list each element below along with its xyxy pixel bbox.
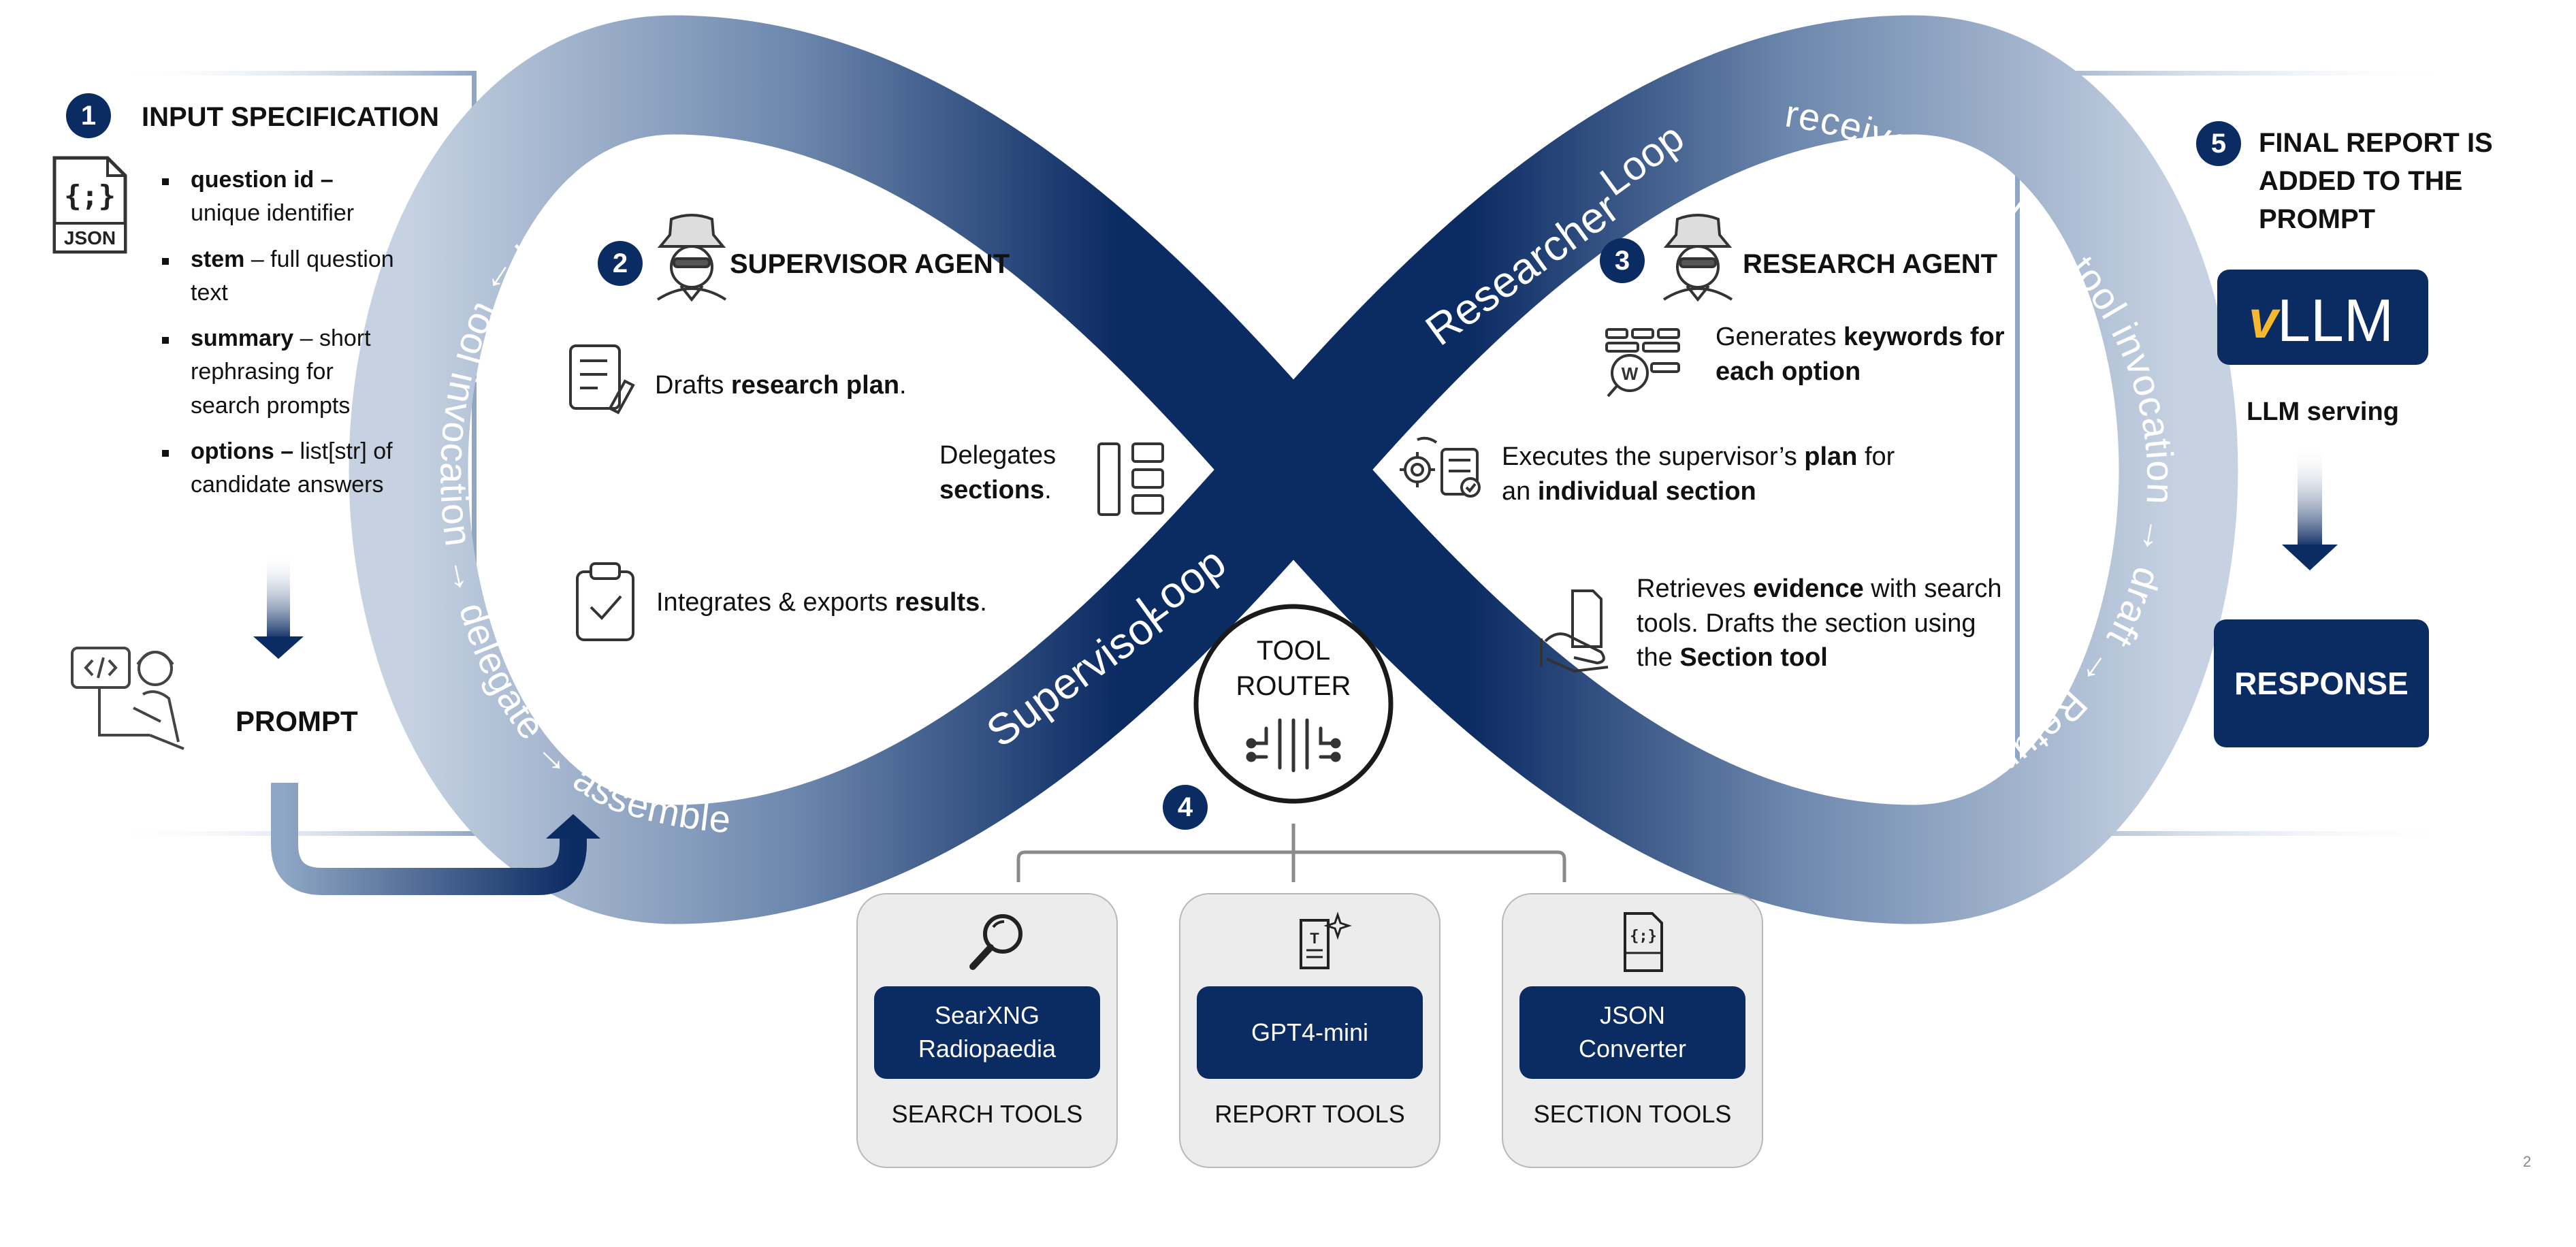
tool-router-circle	[1193, 604, 1394, 804]
infinity-loop-band	[349, 15, 2238, 924]
search-tool-name-1: SearXNG	[934, 1001, 1040, 1030]
svg-text:T: T	[1310, 930, 1319, 947]
spec-to-prompt-arrow	[253, 551, 304, 659]
response-box[interactable]: RESPONSE	[2214, 619, 2429, 747]
magnifier-icon	[969, 914, 1023, 970]
input-spec-title: INPUT SPECIFICATION	[142, 102, 440, 132]
json-file-icon: {;}	[52, 156, 127, 254]
llm-serving-label: LLM serving	[2247, 398, 2399, 426]
spec-list: question id –unique identifier stem – fu…	[162, 163, 400, 515]
vllm-logo-box: v LLM	[2217, 270, 2428, 365]
step-5-badge: 5	[2196, 121, 2241, 166]
hand-document-icon	[1540, 589, 1609, 673]
search-tools-box[interactable]: SearXNG Radiopaedia	[874, 986, 1100, 1079]
svg-text:{;}: {;}	[64, 179, 116, 212]
spec-item: options – list[str] of candidate answers	[162, 435, 400, 502]
search-tools-panel: SearXNG Radiopaedia SEARCH TOOLS	[856, 893, 1118, 1168]
vllm-logo-text: LLM	[2277, 287, 2394, 354]
json-badge-label: JSON	[63, 227, 116, 248]
report-tool-name: GPT4-mini	[1251, 1018, 1369, 1046]
keyword-search-icon: W	[1605, 328, 1680, 398]
prompt-to-loop-arrow	[271, 783, 600, 895]
spec-item: question id –unique identifier	[162, 163, 400, 231]
research-agent-title: RESEARCH AGENT	[1743, 249, 1998, 279]
step-1-badge: 1	[66, 93, 111, 138]
section-tools-panel: {;} JSON Converter SECTION TOOLS	[1502, 893, 1763, 1168]
notepad-pen-icon	[569, 344, 635, 415]
section-tool-name-2: Converter	[1578, 1035, 1687, 1063]
report-tools-panel: T GPT4-mini REPORT TOOLS	[1179, 893, 1440, 1168]
gear-process-icon	[1400, 436, 1481, 498]
svg-text:W: W	[1622, 363, 1639, 384]
search-tool-name-2: Radiopaedia	[918, 1035, 1057, 1063]
supervisor-agent-title: SUPERVISOR AGENT	[730, 249, 1010, 279]
step-3-badge: 3	[1600, 238, 1645, 283]
step-4-badge: 4	[1163, 785, 1208, 830]
supervisor-agent-icon	[656, 214, 727, 302]
sections-layout-icon	[1097, 442, 1164, 516]
section-tool-name-1: JSON	[1599, 1001, 1665, 1030]
router-connector	[1016, 824, 1566, 882]
integrates-results-text: Integrates & exports results.	[656, 588, 987, 617]
llm-to-response-arrow	[2282, 446, 2338, 570]
section-tools-caption: SECTION TOOLS	[1533, 1100, 1732, 1128]
report-tools-box[interactable]: GPT4-mini	[1197, 986, 1423, 1079]
json-file-icon: {;}	[1624, 912, 1663, 972]
svg-text:{;}: {;}	[1630, 928, 1657, 945]
step-2-badge: 2	[598, 241, 643, 286]
section-tools-box[interactable]: JSON Converter	[1519, 986, 1745, 1079]
vllm-logo-v: v	[2249, 289, 2279, 349]
research-agent-icon	[1662, 214, 1733, 302]
document-sparkle-icon: T	[1300, 911, 1352, 969]
drafts-plan-text: Drafts research plan.	[655, 371, 907, 400]
clipboard-check-icon	[576, 562, 634, 641]
prompt-label: PROMPT	[236, 705, 358, 737]
spec-item: stem – full question text	[162, 243, 400, 310]
search-tools-caption: SEARCH TOOLS	[891, 1100, 1083, 1128]
right-bracket	[2015, 71, 2458, 836]
developer-icon	[71, 647, 184, 750]
circuit-icon	[1246, 718, 1341, 773]
spec-item: summary – short rephrasing for search pr…	[162, 322, 400, 423]
slide-number: 2	[2523, 1153, 2532, 1170]
report-tools-caption: REPORT TOOLS	[1214, 1100, 1405, 1128]
